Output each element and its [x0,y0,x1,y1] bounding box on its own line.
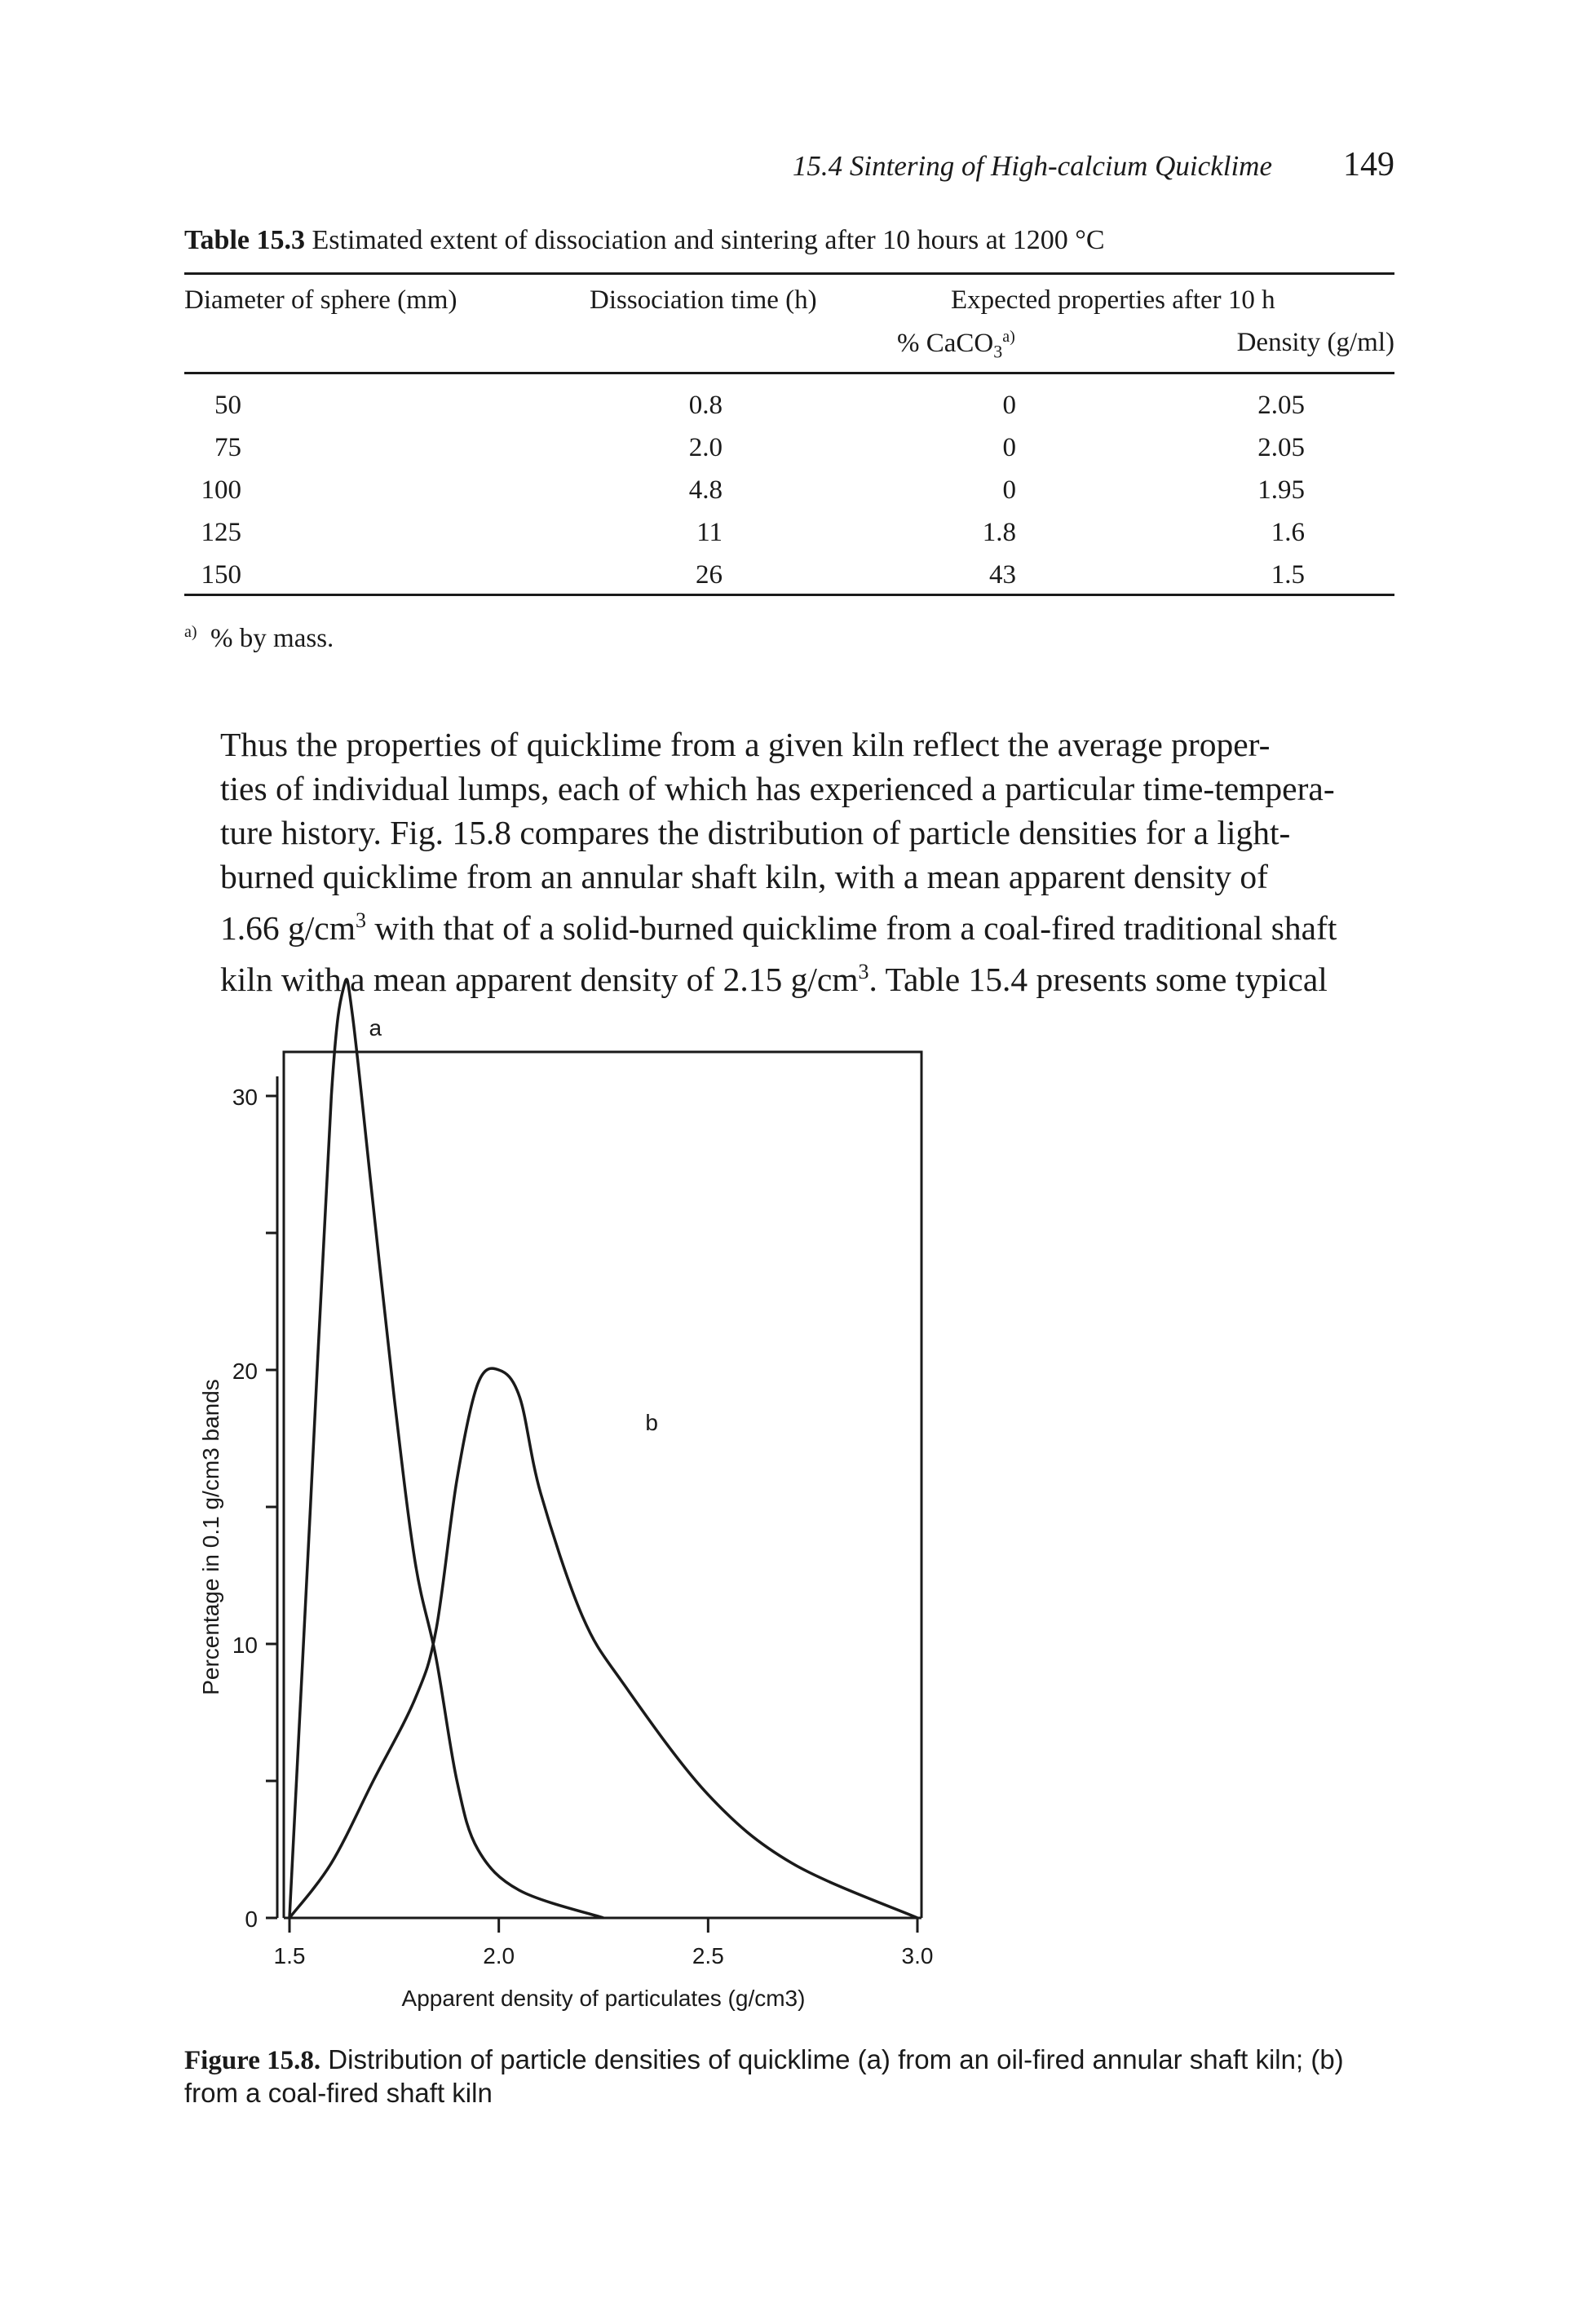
page-number: 149 [1343,146,1394,183]
header-density: Density (g/ml) [1236,328,1394,357]
table-cell: 1.6 [1271,518,1305,547]
header-diameter: Diameter of sphere (mm) [184,285,457,315]
series-line-b [288,1367,918,1920]
table-cell: 26 [696,560,723,590]
table-cell: 0 [1002,433,1017,462]
plot-frame [282,1050,923,1918]
series-label-a: a [369,1015,382,1040]
x-tick-label: 2.0 [483,1943,515,1968]
y-tick-label: 30 [232,1085,258,1110]
body-paragraph: Thus the properties of quicklime from a … [220,722,1394,1001]
footnote-text: % by mass. [210,624,334,653]
body-line-text: . Table 15.4 presents some typical [868,960,1328,998]
table-top-rule [184,272,1394,275]
superscript: 3 [858,959,869,983]
table-cell: 1.5 [1271,560,1305,590]
table-cell: 0.8 [688,391,723,420]
x-tick-label: 1.5 [274,1943,306,1968]
body-line-text: 1.66 g/cm [220,908,356,947]
figure-caption-text: Distribution of particle densities of qu… [184,2044,1344,2108]
table-cell: 50 [214,391,241,420]
header-caco3-footnote-mark: a) [1002,328,1015,346]
superscript: 3 [355,908,366,932]
header-expected-properties: Expected properties after 10 h [951,285,1275,315]
table-header-rule [184,372,1394,374]
table-cell: 150 [201,560,242,590]
footnote-mark: a) [184,623,197,641]
table-footnote: a) % by mass. [184,623,334,654]
body-line-text: with that of a solid-burned quicklime fr… [365,908,1337,947]
table-cell: 11 [696,518,723,547]
body-line: Thus the properties of quicklime from a … [220,726,1271,763]
table-cell: 0 [1002,391,1017,420]
section-title: 15.4 Sintering of High-calcium Quicklime [792,150,1272,182]
header-dissociation-time: Dissociation time (h) [590,285,817,315]
table-cell: 4.8 [688,475,723,505]
header-caco3-subscript: 3 [993,341,1003,362]
header-caco3: % CaCO3a) [897,328,1015,363]
table-cell: 0 [1002,475,1017,505]
table-cell: 2.0 [688,433,723,462]
series-label-b: b [645,1410,658,1435]
table-cell: 75 [214,433,241,462]
table-cell: 1.8 [982,518,1016,547]
table-cell: 43 [989,560,1016,590]
y-tick-label: 20 [232,1359,258,1384]
y-tick-label: 0 [245,1906,258,1932]
table-cell: 1.95 [1257,475,1305,505]
x-tick-label: 3.0 [902,1943,934,1968]
table-cell: 2.05 [1257,391,1305,420]
body-line: ties of individual lumps, each of which … [220,770,1335,807]
body-line: kiln with a mean apparent density of 2.1… [220,950,1394,1001]
body-line: ture history. Fig. 15.8 compares the dis… [220,814,1291,851]
x-tick-label: 2.5 [692,1943,724,1968]
body-line: 1.66 g/cm3 with that of a solid-burned q… [220,899,1394,950]
figure-caption: Figure 15.8. Distribution of particle de… [184,2043,1399,2110]
header-caco3-text: % CaCO [897,329,994,358]
running-head: 15.4 Sintering of High-calcium Quicklime… [718,145,1394,186]
body-line: burned quicklime from an annular shaft k… [220,858,1268,895]
y-tick-label: 10 [232,1633,258,1658]
table-caption-text: Estimated extent of dissociation and sin… [312,225,1105,255]
body-line-text: kiln with a mean apparent density of 2.1… [220,960,859,998]
y-axis-label: Percentage in 0.1 g/cm3 bands [198,1379,223,1695]
table-bottom-rule [184,594,1394,596]
figure-label: Figure 15.8. [184,2046,321,2075]
series-line-a [288,978,604,1920]
table-cell: 125 [201,518,242,547]
table-cell: 2.05 [1257,433,1305,462]
x-axis-label: Apparent density of particulates (g/cm3) [402,1986,806,2011]
table-cell: 100 [201,475,242,505]
table-caption: Table 15.3 Estimated extent of dissociat… [184,225,1105,256]
table-label: Table 15.3 [184,225,306,255]
